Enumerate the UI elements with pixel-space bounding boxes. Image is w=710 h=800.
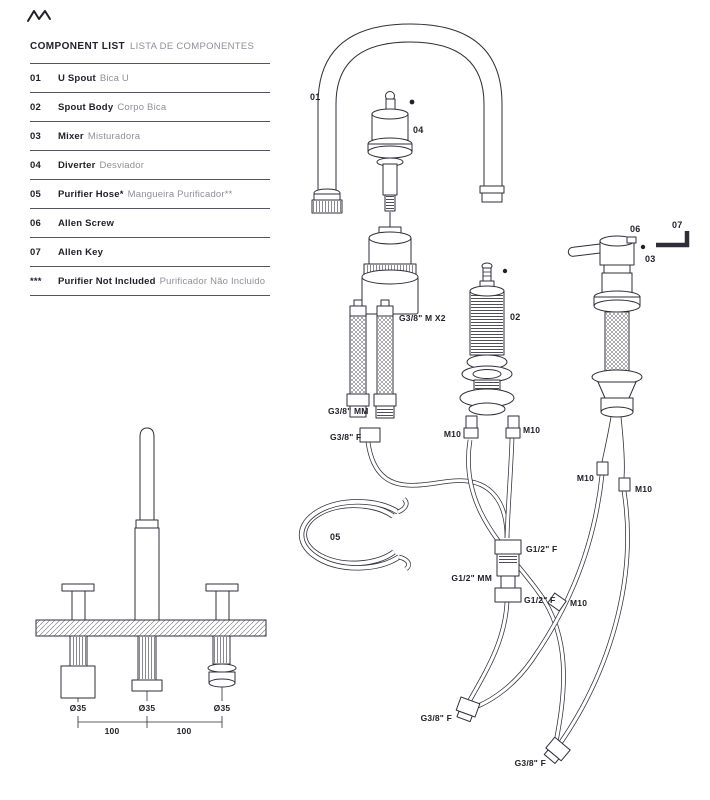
component-name-pt: Misturadora xyxy=(87,131,141,142)
component-name-en: Diverter xyxy=(58,160,96,171)
m10-fitting-mixer-left xyxy=(596,461,609,476)
adapter-stack xyxy=(494,539,567,612)
component-name-en: U Spout xyxy=(58,73,96,84)
component-num: 07 xyxy=(30,247,41,258)
label-m10-mixer-right: M10 xyxy=(635,484,652,494)
component-num: 05 xyxy=(30,189,41,200)
screw-dot xyxy=(640,244,646,250)
component-row-01: 01 U Spout Bica U xyxy=(30,64,270,93)
label-g12-f-bot: G1/2" F xyxy=(524,595,555,605)
allen-key xyxy=(656,231,690,248)
g12f-fitting-top xyxy=(494,539,522,555)
callout-01: 01 xyxy=(310,92,320,102)
braided-supply-hoses xyxy=(346,299,397,443)
component-row-05: 05 Purifier Hose* Mangueira Purificador*… xyxy=(30,180,270,209)
component-name-en: Purifier Hose* xyxy=(58,189,124,200)
component-name-pt: Purificador Não Incluido xyxy=(159,276,266,287)
label-m10-left: M10 xyxy=(444,429,461,439)
component-name-pt: Bica U xyxy=(99,73,129,84)
component-num: *** xyxy=(30,276,42,287)
purifier-hose-coil xyxy=(298,497,411,571)
label-hole-2: Ø35 xyxy=(139,703,156,713)
label-m10-mixer-left: M10 xyxy=(577,473,594,483)
label-hole-3: Ø35 xyxy=(214,703,231,713)
callout-05: 05 xyxy=(330,532,340,542)
g38f-fitting xyxy=(359,427,381,443)
component-name-pt: Desviador xyxy=(99,160,145,171)
bottom-fittings xyxy=(455,696,571,764)
component-list-header: COMPONENT LIST LISTA DE COMPONENTES xyxy=(30,32,270,64)
component-name-en: Allen Key xyxy=(58,247,104,258)
component-name-en: Mixer xyxy=(58,131,84,142)
component-row-footnote: *** Purifier Not Included Purificador Nã… xyxy=(30,267,270,296)
mixer xyxy=(567,231,690,492)
callout-02: 02 xyxy=(510,312,520,322)
g12f-fitting-bottom xyxy=(494,587,522,603)
installation-drawing xyxy=(35,427,267,728)
component-num: 06 xyxy=(30,218,41,229)
label-g38-mx2: G3/8" M X2 xyxy=(399,313,446,323)
install-handle-right xyxy=(205,583,239,592)
spout-column xyxy=(361,226,419,315)
m10-fitting-mid xyxy=(547,592,567,612)
callout-04: 04 xyxy=(413,125,423,135)
component-num: 04 xyxy=(30,160,41,171)
component-name-en: Purifier Not Included xyxy=(58,276,156,287)
install-handle-left xyxy=(61,583,95,592)
component-name-en: Spout Body xyxy=(58,102,114,113)
screw-dot xyxy=(409,99,415,105)
component-list: COMPONENT LIST LISTA DE COMPONENTES 01 U … xyxy=(30,32,270,296)
purifier-spout-body xyxy=(459,262,521,439)
allen-screw xyxy=(626,236,637,244)
component-row-02: 02 Spout Body Corpo Bica xyxy=(30,93,270,122)
label-dim-2: 100 xyxy=(177,726,192,736)
label-g38-f-bottom2: G3/8" F xyxy=(515,758,546,768)
label-dim-1: 100 xyxy=(105,726,120,736)
component-row-03: 03 Mixer Misturadora xyxy=(30,122,270,151)
m10-fitting-left xyxy=(463,427,479,439)
brand-mark-icon xyxy=(27,10,51,22)
component-num: 02 xyxy=(30,102,41,113)
label-g38-f-bottom1: G3/8" F xyxy=(421,713,452,723)
label-hole-1: Ø35 xyxy=(70,703,87,713)
component-name-pt: Mangueira Purificador** xyxy=(127,189,233,200)
label-g38-f: G3/8" F xyxy=(330,432,361,442)
component-num: 01 xyxy=(30,73,41,84)
flexible-hoses xyxy=(365,437,630,747)
label-g38-mm: G3/8" MM xyxy=(328,406,369,416)
screw-dot xyxy=(502,268,508,274)
diverter xyxy=(367,91,415,227)
component-name-en: Allen Screw xyxy=(58,218,115,229)
install-spout-tube xyxy=(139,427,155,523)
component-name-pt: Corpo Bica xyxy=(117,102,167,113)
u-spout xyxy=(311,23,505,214)
m10-fitting-mixer-right xyxy=(618,477,631,492)
label-m10-mid: M10 xyxy=(570,598,587,608)
component-list-title-en: COMPONENT LIST xyxy=(30,41,126,52)
component-row-07: 07 Allen Key xyxy=(30,238,270,267)
m10-fitting-right xyxy=(505,427,521,439)
component-num: 03 xyxy=(30,131,41,142)
label-g12-mm: G1/2" MM xyxy=(451,573,492,583)
callout-07: 07 xyxy=(672,220,682,230)
component-list-title-pt: LISTA DE COMPONENTES xyxy=(130,41,255,52)
callout-06: 06 xyxy=(630,224,640,234)
component-row-04: 04 Diverter Desviador xyxy=(30,151,270,180)
label-m10-right: M10 xyxy=(523,425,540,435)
callout-03: 03 xyxy=(645,254,655,264)
label-g12-f-top: G1/2" F xyxy=(526,544,557,554)
component-row-06: 06 Allen Screw xyxy=(30,209,270,238)
